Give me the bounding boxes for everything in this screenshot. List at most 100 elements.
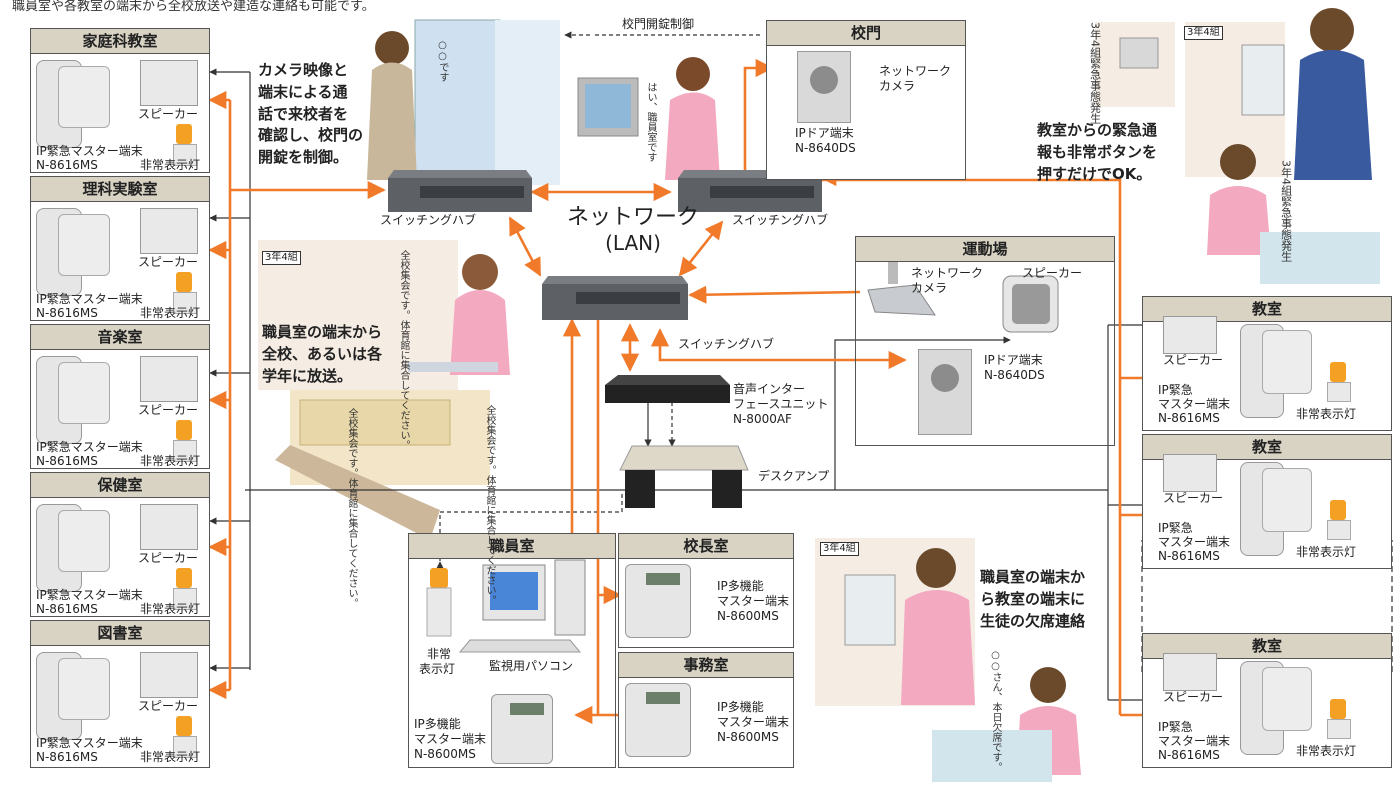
staff-terminal-label-2: マスター端末 (414, 732, 487, 746)
staff-terminal-device (491, 694, 553, 764)
school-building-scene (275, 390, 490, 540)
speaker-label: スピーカー (138, 107, 199, 121)
room-title: 図書室 (31, 621, 209, 646)
field-camera (867, 258, 936, 316)
caption-line: 生徒の欠席連絡 (980, 611, 1086, 630)
speaker-label: スピーカー (138, 403, 199, 417)
staff-terminal-model: N-8600MS (414, 747, 476, 761)
speaker-icon (140, 60, 198, 106)
terminal-label-2: マスター端末 (1158, 734, 1231, 748)
field-speaker-label: スピーカー (1022, 266, 1083, 280)
bubble-announce-3: 全校集会です。体育館に集合してください。 (484, 405, 495, 605)
broadcast-scene (258, 240, 510, 390)
terminal-label: IP緊急マスター端末 (36, 440, 143, 454)
gate-door-terminal (797, 51, 851, 123)
terminal-keypad (1262, 667, 1312, 731)
field-door-terminal (918, 349, 972, 435)
class-tag-broadcast: 3年4組 (262, 251, 301, 265)
field-title: 運動場 (856, 237, 1114, 262)
lamp-label: 非常表示灯 (1296, 407, 1357, 421)
desk-amp-label: デスクアンプ (758, 469, 830, 483)
network-label: ネットワーク (LAN) (548, 205, 718, 255)
speaker-label: スピーカー (1163, 491, 1224, 505)
bubble-visitor: ○○です (437, 40, 448, 82)
office-terminal-device (625, 683, 691, 757)
lamp-base (173, 144, 197, 166)
caption-line: カメラ映像と (258, 61, 349, 79)
caption-line: 職員室の端末か (980, 568, 1086, 586)
class-tag-absence: 3年4組 (820, 542, 859, 556)
gate-camera-label-1: ネットワーク (879, 64, 952, 78)
staff-pc-label: 監視用パソコン (489, 659, 574, 673)
speaker-label: スピーカー (138, 699, 199, 713)
caption-gate: カメラ映像と 端末による通 話で来校者を 確認し、校門の 開錠を制御。 (258, 60, 363, 169)
staff-emergency-lamp (426, 568, 452, 637)
lamp-label: 非常表示灯 (1296, 545, 1357, 559)
gate-title: 校門 (767, 21, 965, 46)
office-title: 事務室 (619, 653, 793, 678)
audio-unit-model: N-8000AF (733, 412, 792, 426)
monitoring-pc (458, 559, 586, 653)
bubble-emergency-b: 3年4組緊急事態発生 (1279, 160, 1293, 262)
caption-line: 教室からの緊急通 (1037, 121, 1158, 139)
staff-room: 職員室 非常 表示灯 監視用パソコン IP多機能 マスター端末 N-8600MS (408, 533, 616, 768)
bubble-absent: ○○さん、本日欠席です。 (990, 650, 1001, 772)
hub-right-label: スイッチングハブ (732, 213, 829, 227)
absence-scene (815, 538, 1081, 782)
office-terminal-label-1: IP多機能 (717, 700, 764, 714)
emergency-lamp-icon (1330, 362, 1346, 382)
emergency-lamp-icon (176, 716, 192, 736)
top-note: 職員室や各教室の端末から全校放送や建造な連絡も可能です。 (12, 0, 375, 14)
field-speaker (1002, 275, 1059, 333)
lamp-base (1327, 382, 1351, 402)
terminal-model: N-8616MS (1158, 549, 1220, 563)
lamp-base (173, 292, 197, 314)
bubble-announce-2: 全校集会です。体育館に集合してください。 (346, 408, 357, 608)
caption-line: 話で来校者を (258, 104, 349, 123)
caption-line: 端末による通 (258, 82, 348, 101)
staff-lamp-label-1: 非常 (427, 647, 452, 661)
terminal-model: N-8616MS (36, 306, 98, 320)
terminal-label: IP緊急マスター端末 (36, 736, 143, 750)
principal-room: 校長室 IP多機能 マスター端末 N-8600MS (618, 533, 794, 648)
bubble-emergency-a: 3年4組緊急事態発生 (1088, 22, 1102, 124)
lamp-label: 非常表示灯 (140, 306, 201, 320)
switching-hub-left (388, 170, 532, 212)
emergency-lamp-icon (1330, 500, 1346, 520)
lamp-label: 非常表示灯 (140, 158, 201, 172)
principal-terminal-label-1: IP多機能 (717, 579, 764, 593)
caption-line: ら教室の端末に (980, 589, 1086, 608)
principal-terminal-model: N-8600MS (717, 609, 779, 623)
terminal-keypad (1262, 468, 1312, 532)
speaker-icon (140, 504, 198, 550)
audio-unit-label-1: 音声インター (733, 382, 806, 396)
terminal-model: N-8616MS (36, 602, 98, 616)
caption-absence: 職員室の端末か ら教室の端末に 生徒の欠席連絡 (980, 567, 1085, 632)
field-camera-label-1: ネットワーク (911, 266, 984, 280)
caption-line: 押すだけでOK。 (1037, 164, 1152, 183)
principal-terminal-device (625, 564, 691, 638)
caption-line: 報も非常ボタンを (1037, 142, 1158, 161)
terminal-label-2: マスター端末 (1158, 535, 1231, 549)
lamp-base (173, 736, 197, 758)
terminal-label: IP緊急マスター端末 (36, 144, 143, 158)
caption-line: 確認し、校門の (258, 126, 364, 145)
network-label-main: ネットワーク (566, 205, 699, 230)
room-title: 音楽室 (31, 325, 209, 350)
terminal-model: N-8616MS (36, 158, 98, 172)
lamp-base (1327, 520, 1351, 540)
terminal-label-1: IP緊急 (1158, 720, 1193, 734)
field-door-label: IPドア端末 (984, 353, 1043, 367)
gate-door-label: IPドア端末 (795, 126, 854, 140)
switching-hub-center (542, 276, 688, 320)
terminal-label: IP緊急マスター端末 (36, 292, 143, 306)
gate-door-model: N-8640DS (795, 141, 856, 155)
room-title: 保健室 (31, 473, 209, 498)
field-door-model: N-8640DS (984, 368, 1045, 382)
audio-unit-label-2: フェースユニット (733, 397, 829, 411)
terminal-model: N-8616MS (36, 750, 98, 764)
lamp-label: 非常表示灯 (140, 750, 201, 764)
office-room: 事務室 IP多機能 マスター端末 N-8600MS (618, 652, 794, 768)
room-title: 家庭科教室 (31, 29, 209, 54)
